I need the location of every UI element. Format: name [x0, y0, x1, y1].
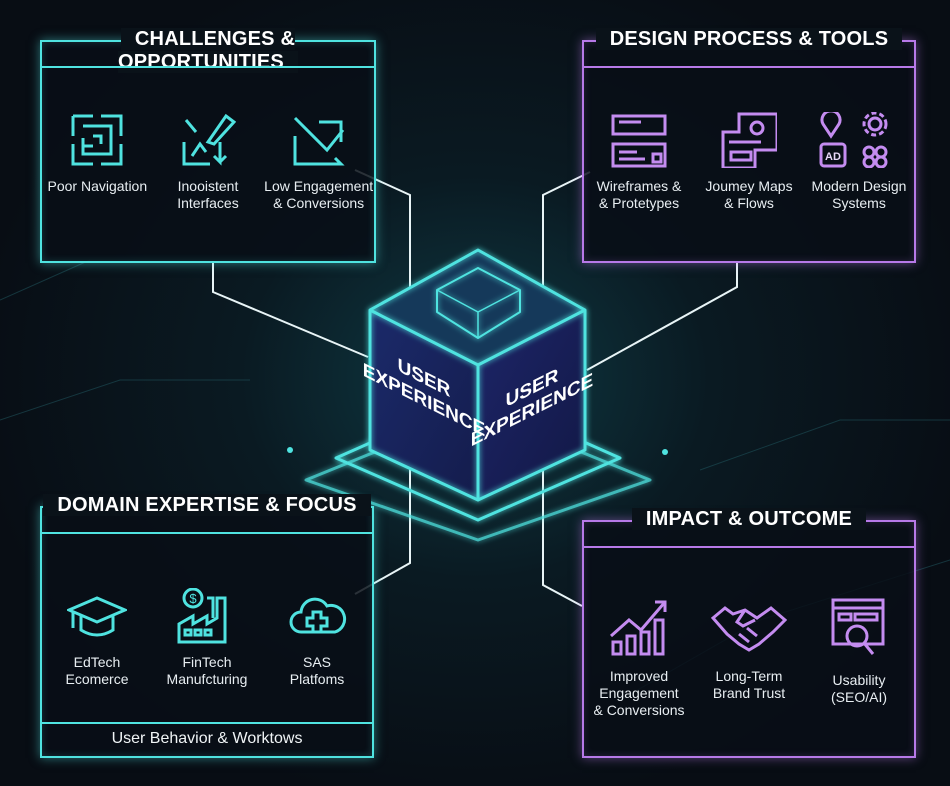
- factory-dollar-icon: $: [177, 588, 227, 644]
- ad-badge: AD: [825, 151, 841, 163]
- challenge-item: Low Engagement & Conversions: [264, 112, 374, 212]
- impact-item: Improved Engagement & Conversions: [584, 598, 694, 719]
- item-label: Improved Engagement & Conversions: [593, 668, 685, 718]
- domain-footer: User Behavior & Worktows: [42, 722, 372, 756]
- design-panel: DESIGN PROCESS & TOOLS Wireframes & & Pr…: [582, 28, 916, 263]
- ux-cube: [368, 248, 587, 502]
- design-system-icon: AD: [819, 112, 888, 168]
- search-page-icon: [831, 598, 885, 655]
- domain-panel: DOMAIN EXPERTISE & FOCUS EdTech Ecomerce…: [40, 494, 374, 758]
- challenge-item: Inooistent Interfaces: [153, 112, 263, 212]
- item-label: Modern Design Systems: [811, 178, 907, 211]
- design-item: Wireframes & & Protetypes: [584, 112, 694, 212]
- divider: [42, 532, 372, 534]
- panel-title: IMPACT & OUTCOME: [631, 508, 867, 530]
- downtrend-check-icon: [293, 116, 345, 166]
- impact-item: Usability (SEO/AI): [804, 598, 914, 719]
- cloud-plus-icon: [289, 597, 347, 634]
- domain-item: EdTech Ecomerce: [42, 588, 152, 688]
- item-label: Wireframes & & Protetypes: [596, 178, 682, 211]
- broken-pencil-icon: [182, 113, 236, 166]
- item-label: Long-Term Brand Trust: [712, 668, 786, 701]
- item-label: Inooistent Interfaces: [177, 178, 239, 211]
- item-label: FinTech Manufcturing: [166, 654, 248, 687]
- item-label: Low Engagement & Conversions: [264, 178, 374, 211]
- item-label: Usability (SEO/AI): [830, 672, 887, 705]
- panel-title: DESIGN PROCESS & TOOLS: [595, 28, 903, 50]
- domain-item: SAS Platfoms: [262, 588, 372, 688]
- growth-chart-icon: [610, 600, 667, 656]
- divider: [584, 66, 914, 68]
- impact-item: Long-Term Brand Trust: [694, 598, 804, 719]
- wireframe-icon: [611, 114, 667, 168]
- divider: [42, 66, 374, 68]
- divider: [584, 546, 914, 548]
- item-label: Poor Navigation: [47, 178, 148, 194]
- graduation-cap-icon: [67, 596, 127, 637]
- domain-item: $ FinTech Manufcturing: [152, 588, 262, 688]
- challenge-item: Poor Navigation: [42, 112, 152, 212]
- handshake-icon: [711, 606, 787, 652]
- impact-panel: IMPACT & OUTCOME Improved Engagement & C…: [582, 508, 916, 758]
- maze-icon: [71, 114, 123, 166]
- item-label: SAS Platfoms: [289, 654, 345, 687]
- design-item: AD Modern Design Systems: [804, 112, 914, 212]
- item-label: Joumey Maps & Flows: [705, 178, 793, 211]
- item-label: EdTech Ecomerce: [65, 654, 129, 687]
- design-item: Joumey Maps & Flows: [694, 112, 804, 212]
- panel-title: DOMAIN EXPERTISE & FOCUS: [43, 494, 371, 516]
- journey-map-icon: [721, 112, 777, 168]
- challenges-panel: CHALLENGES & OPPORTUNITIES Poor Navigati…: [40, 28, 376, 263]
- svg-text:$: $: [189, 591, 197, 606]
